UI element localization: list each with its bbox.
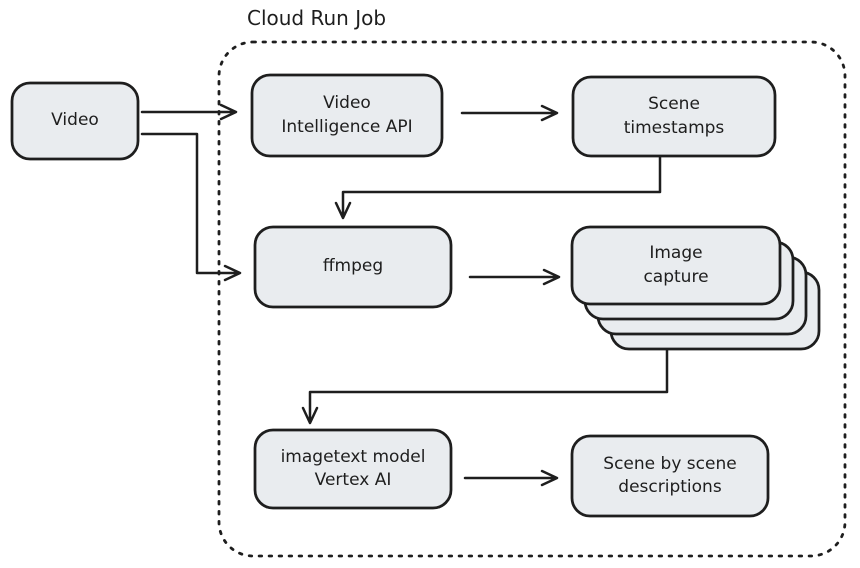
- node-ffmpeg-box: [253, 225, 453, 309]
- node-image-capture-stack: [570, 225, 821, 351]
- edge-video-intelligence-to-scene-timestamps: [460, 104, 559, 122]
- node-scene-timestamps-box: [571, 75, 777, 158]
- diagram-title: Cloud Run Job: [247, 6, 387, 30]
- edge-ffmpeg-to-image-capture: [468, 268, 561, 286]
- cloud-run-job-boundary: [217, 40, 847, 558]
- edge-video-to-ffmpeg: [140, 132, 242, 282]
- node-video-intelligence-box: [250, 73, 444, 158]
- node-scene-descriptions-box: [570, 434, 770, 518]
- node-video-box: [10, 81, 140, 161]
- node-imagetext-model-box: [253, 428, 453, 510]
- node-image-capture-box: [570, 225, 782, 306]
- edge-scene-timestamps-to-ffmpeg: [334, 155, 662, 220]
- edge-video-to-video-intelligence: [140, 103, 238, 121]
- edge-image-capture-to-imagetext-model: [301, 348, 669, 425]
- edge-imagetext-model-to-scene-descriptions: [463, 469, 559, 487]
